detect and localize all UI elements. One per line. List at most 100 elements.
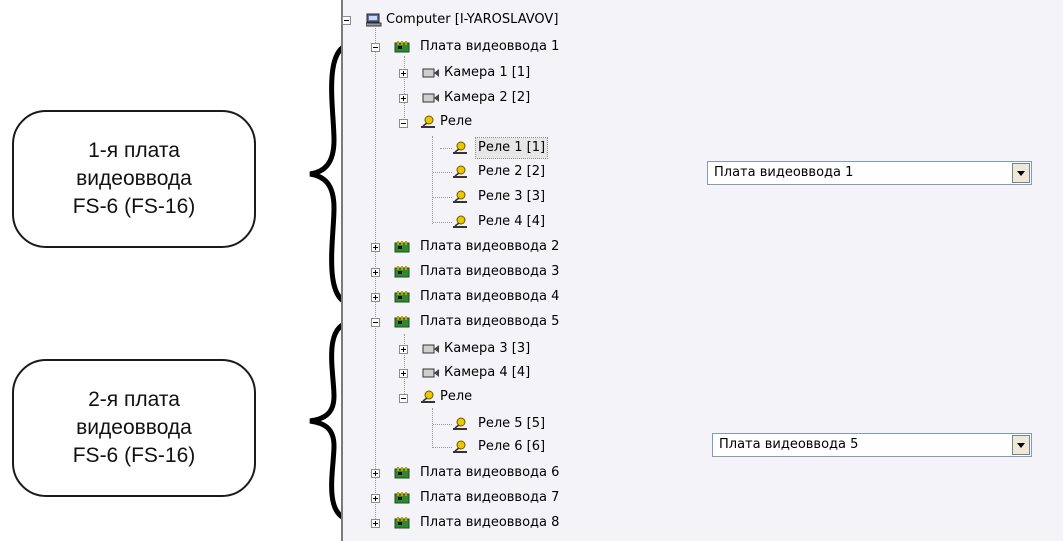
callout-board-1-line1: 1-я плата <box>88 139 180 162</box>
relay-icon <box>421 115 435 128</box>
tree-node-relay-2-label: Реле 2 [2] <box>478 164 546 179</box>
video-board-icon <box>394 291 410 303</box>
tree-line <box>433 222 452 223</box>
tree-node-relay-1[interactable]: Реле 1 [1] <box>452 137 549 159</box>
tree-line <box>404 334 405 398</box>
expand-board-6-button[interactable] <box>371 469 380 478</box>
tree-line <box>432 136 433 224</box>
tree-node-board-8-label: Плата видеоввода 8 <box>420 515 560 530</box>
tree-line <box>440 148 452 149</box>
video-board-icon <box>394 241 410 253</box>
video-board-icon <box>394 41 410 53</box>
expand-camera-4-button[interactable] <box>399 369 408 378</box>
tree-node-board-4[interactable]: Плата видеоввода 4 <box>394 287 561 307</box>
tree-node-camera-4[interactable]: Камера 4 [4] <box>422 363 532 383</box>
tree-node-board-7[interactable]: Плата видеоввода 7 <box>394 488 561 508</box>
tree-node-relay-group-1[interactable]: Реле <box>420 112 474 132</box>
tree-node-relay-1-label: Реле 1 [1] <box>474 137 549 159</box>
tree-node-board-2[interactable]: Плата видеоввода 2 <box>394 237 561 257</box>
board-select-1[interactable]: Плата видеоввода 1 <box>707 161 1032 185</box>
collapse-board-1-button[interactable] <box>371 43 380 52</box>
collapse-relay-group-1-button[interactable] <box>399 119 408 128</box>
video-board-icon <box>394 316 410 328</box>
callout-board-1-line3: FS-6 (FS-16) <box>72 195 196 218</box>
relay-icon <box>453 141 467 154</box>
callout-board-2: 2-я плата видеоввода FS-6 (FS-16) <box>12 359 256 497</box>
tree-node-board-1-label: Плата видеоввода 1 <box>420 39 560 54</box>
tree-node-relay-4-label: Реле 4 [4] <box>478 214 546 229</box>
relay-icon <box>453 165 467 178</box>
tree-node-board-4-label: Плата видеоввода 4 <box>420 289 560 304</box>
tree-line <box>433 172 452 173</box>
camera-icon <box>422 93 439 103</box>
tree-line <box>433 447 452 448</box>
tree-node-camera-1[interactable]: Камера 1 [1] <box>422 63 532 83</box>
collapse-board-5-button[interactable] <box>371 318 380 327</box>
relay-icon <box>453 215 467 228</box>
tree-node-relay-group-2-label: Реле <box>440 389 473 404</box>
collapse-root-button[interactable] <box>342 16 351 25</box>
callout-board-1: 1-я плата видеоввода FS-6 (FS-16) <box>12 110 256 248</box>
tree-node-relay-3[interactable]: Реле 3 [3] <box>452 187 547 207</box>
tree-node-relay-group-1-label: Реле <box>440 114 473 129</box>
tree-node-relay-5-label: Реле 5 [5] <box>478 416 546 431</box>
board-select-1-value: Плата видеоввода 1 <box>714 165 854 180</box>
tree-node-relay-group-2[interactable]: Реле <box>420 387 474 407</box>
board-select-2[interactable]: Плата видеоввода 5 <box>712 433 1032 457</box>
video-board-icon <box>394 517 410 529</box>
tree-node-board-3-label: Плата видеоввода 3 <box>420 264 560 279</box>
computer-icon <box>366 13 382 27</box>
expand-board-3-button[interactable] <box>371 268 380 277</box>
tree-node-camera-3[interactable]: Камера 3 [3] <box>422 339 532 359</box>
tree-node-board-5-label: Плата видеоввода 5 <box>420 314 560 329</box>
tree-node-camera-4-label: Камера 4 [4] <box>444 365 531 380</box>
camera-icon <box>422 68 439 78</box>
tree-node-computer[interactable]: Computer [I-YAROSLAVOV] <box>366 10 560 30</box>
expand-board-4-button[interactable] <box>371 293 380 302</box>
tree-line <box>433 197 452 198</box>
tree-node-relay-2[interactable]: Реле 2 [2] <box>452 162 547 182</box>
tree-node-camera-2-label: Камера 2 [2] <box>444 90 531 105</box>
tree-node-board-8[interactable]: Плата видеоввода 8 <box>394 513 561 533</box>
camera-icon <box>422 368 439 378</box>
expand-board-8-button[interactable] <box>371 519 380 528</box>
callout-board-2-line3: FS-6 (FS-16) <box>72 444 196 467</box>
relay-icon <box>453 190 467 203</box>
tree-node-relay-6-label: Реле 6 [6] <box>478 439 546 454</box>
tree-node-board-2-label: Плата видеоввода 2 <box>420 239 560 254</box>
chevron-down-icon[interactable] <box>1012 163 1030 183</box>
callout-board-2-line2: видеоввода <box>76 416 192 439</box>
tree-node-relay-6[interactable]: Реле 6 [6] <box>452 437 547 457</box>
expand-camera-3-button[interactable] <box>399 345 408 354</box>
tree-node-board-3[interactable]: Плата видеоввода 3 <box>394 262 561 282</box>
tree-node-relay-4[interactable]: Реле 4 [4] <box>452 212 547 232</box>
expand-camera-2-button[interactable] <box>399 94 408 103</box>
expand-board-7-button[interactable] <box>371 494 380 503</box>
expand-board-2-button[interactable] <box>371 243 380 252</box>
tree-node-relay-5[interactable]: Реле 5 [5] <box>452 414 547 434</box>
tree-panel-border <box>341 0 343 541</box>
video-board-icon <box>394 492 410 504</box>
relay-icon <box>453 417 467 430</box>
tree-node-camera-1-label: Камера 1 [1] <box>444 65 531 80</box>
board-select-2-value: Плата видеоввода 5 <box>719 437 859 452</box>
tree-node-camera-2[interactable]: Камера 2 [2] <box>422 88 532 108</box>
video-board-icon <box>394 467 410 479</box>
relay-icon <box>453 440 467 453</box>
tree-line <box>432 408 433 448</box>
collapse-relay-group-2-button[interactable] <box>399 394 408 403</box>
brace-board-2 <box>309 319 355 523</box>
video-board-icon <box>394 266 410 278</box>
chevron-down-icon[interactable] <box>1012 435 1030 455</box>
tree-node-board-6-label: Плата видеоввода 6 <box>420 465 560 480</box>
tree-node-board-6[interactable]: Плата видеоввода 6 <box>394 463 561 483</box>
brace-board-1 <box>309 41 355 307</box>
callout-board-1-line2: видеоввода <box>76 167 192 190</box>
tree-node-relay-3-label: Реле 3 [3] <box>478 189 546 204</box>
expand-camera-1-button[interactable] <box>399 69 408 78</box>
tree-node-board-1[interactable]: Плата видеоввода 1 <box>394 37 561 57</box>
tree-line <box>404 56 405 126</box>
tree-node-camera-3-label: Камера 3 [3] <box>444 341 531 356</box>
tree-line <box>433 424 452 425</box>
tree-node-board-5[interactable]: Плата видеоввода 5 <box>394 312 561 332</box>
